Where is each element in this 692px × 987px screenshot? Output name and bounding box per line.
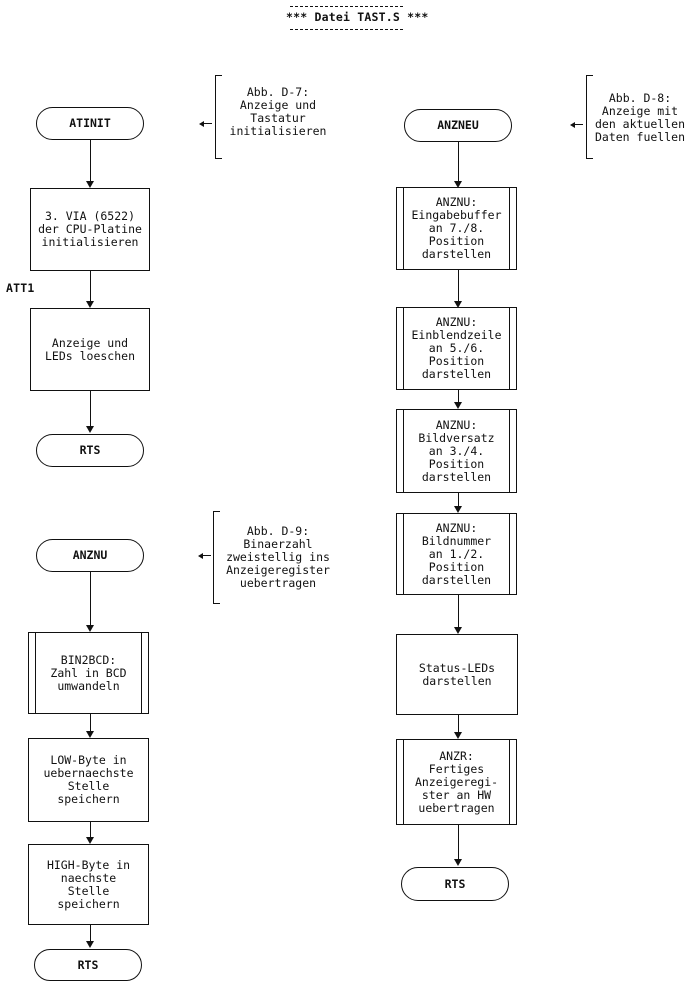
note-arrow-line-d7 [203,123,212,124]
arrow-head [454,181,462,188]
connector [90,391,91,428]
process-clear-display [30,308,150,391]
connector [458,715,459,734]
subroutine-anzr-label: ANZR: Fertiges Anzeigeregi- ster an HW u… [414,748,499,815]
arrow-head [86,426,94,433]
note-arrow-line-d9 [202,555,211,556]
connector [458,142,459,183]
connector [458,825,459,861]
process-clear-display-label: Anzeige und LEDs loeschen [44,335,135,363]
terminal-anzneu-label: ANZNEU [437,118,479,132]
connector [458,270,459,303]
connector [90,925,91,943]
process-status-leds-label: Status-LEDs darstellen [418,660,496,688]
subroutine-anznu-input-buffer-label: ANZNU: Eingabebuffer an 7./8. Position d… [411,195,502,261]
subroutine-anznu-overlay-line-label: ANZNU: Einblendzeile an 5./6. Position d… [411,315,502,381]
process-status-leds [396,634,518,715]
subroutine-anznu-overlay-line [396,307,517,390]
subroutine-anzr [396,739,517,825]
connector [90,271,91,303]
title-rule-top [290,6,403,7]
note-bracket-d9 [213,511,220,604]
subroutine-anznu-image-number-label: ANZNU: Bildnummer an 1./2. Position dars… [421,520,492,587]
process-via-init [30,188,150,271]
connector [90,572,91,627]
terminal-rts-3-label: RTS [444,876,466,891]
note-d9: Abb. D-9: Binaerzahl zweistellig ins Anz… [226,524,330,590]
arrow-head [86,731,94,738]
note-arrow-head-d7 [199,121,204,127]
terminal-rts-3 [401,867,509,901]
subroutine-bin2bcd-label: BIN2BCD: Zahl in BCD umwandeln [50,652,127,693]
process-store-low-byte [28,738,149,822]
connector [458,493,459,508]
subroutine-anznu-image-offset [396,409,517,493]
arrow-head [454,859,462,866]
note-d7: Abb. D-7: Anzeige und Tastatur initialis… [229,85,327,138]
note-arrow-head-d9 [198,553,203,559]
connector [458,390,459,404]
page-title: *** Datei TAST.S *** [286,10,429,24]
process-store-high-byte [28,844,149,925]
arrow-head [86,625,94,632]
terminal-atinit [36,107,144,140]
terminal-rts-2 [34,949,142,981]
arrow-head [86,941,94,948]
note-bracket-d8 [586,75,593,159]
note-bracket-d7 [215,75,222,159]
note-arrow-line-d8 [574,124,583,125]
note-d8: Abb. D-8: Anzeige mit den aktuellen Date… [594,91,685,144]
terminal-rts-1-label: RTS [79,443,101,457]
subroutine-anznu-image-offset-label: ANZNU: Bildversatz an 3./4. Position dar… [418,417,495,484]
arrow-head [86,837,94,844]
terminal-rts-2-label: RTS [77,957,99,972]
arrow-head [454,506,462,513]
terminal-anzneu [404,109,512,142]
terminal-atinit-label: ATINIT [69,116,111,130]
title-rule-bottom [290,29,403,30]
note-arrow-head-d8 [570,122,575,128]
terminal-anznu-label: ANZNU [72,548,108,562]
connector [458,595,459,629]
arrow-head [86,181,94,188]
arrow-head [86,301,94,308]
connector [90,714,91,733]
terminal-rts-1 [36,434,144,467]
terminal-anznu [36,539,144,572]
process-store-high-byte-label: HIGH-Byte in naechste Stelle speichern [46,857,131,911]
subroutine-anznu-input-buffer [396,187,517,270]
arrow-head [454,402,462,409]
process-via-init-label: 3. VIA (6522) der CPU-Platine initialisi… [38,209,142,249]
arrow-head [454,732,462,739]
process-store-low-byte-label: LOW-Byte in uebernaechste Stelle speiche… [43,753,134,806]
connector [90,822,91,839]
connector [90,140,91,183]
arrow-head [454,627,462,634]
subroutine-bin2bcd [28,632,149,714]
label-att1: ATT1 [6,281,35,295]
arrow-head [454,301,462,308]
subroutine-anznu-image-number [396,513,517,595]
